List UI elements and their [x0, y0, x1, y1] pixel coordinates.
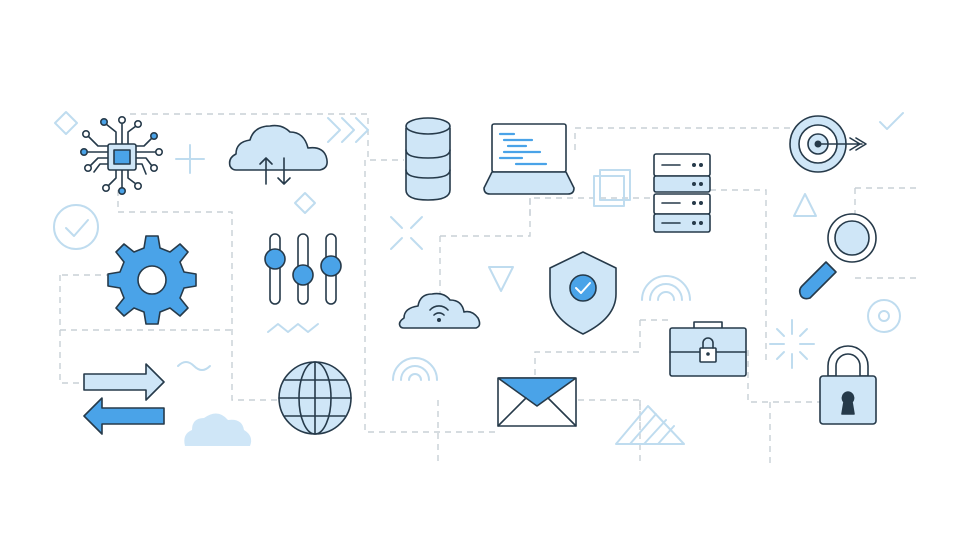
decorations: [53, 111, 904, 446]
globe-icon: [278, 361, 352, 435]
padlock-icon: [819, 345, 877, 425]
settings-gear-icon: [107, 235, 197, 325]
transfer-arrows-icon: [83, 363, 165, 435]
database-icon: [405, 117, 451, 201]
cloud-sync-icon: [228, 124, 328, 185]
connector-lines: [59, 113, 920, 465]
shield-check-icon: [549, 251, 617, 335]
briefcase-lock-icon: [669, 321, 747, 377]
server-rack-icon: [653, 153, 711, 233]
sliders-icon: [264, 233, 342, 305]
magnifier-icon: [798, 213, 877, 300]
wifi-cloud-icon: [398, 292, 481, 329]
laptop-code-icon: [483, 123, 575, 195]
envelope-icon: [497, 377, 577, 427]
chip-icon: [80, 116, 164, 196]
target-icon: [789, 115, 867, 173]
